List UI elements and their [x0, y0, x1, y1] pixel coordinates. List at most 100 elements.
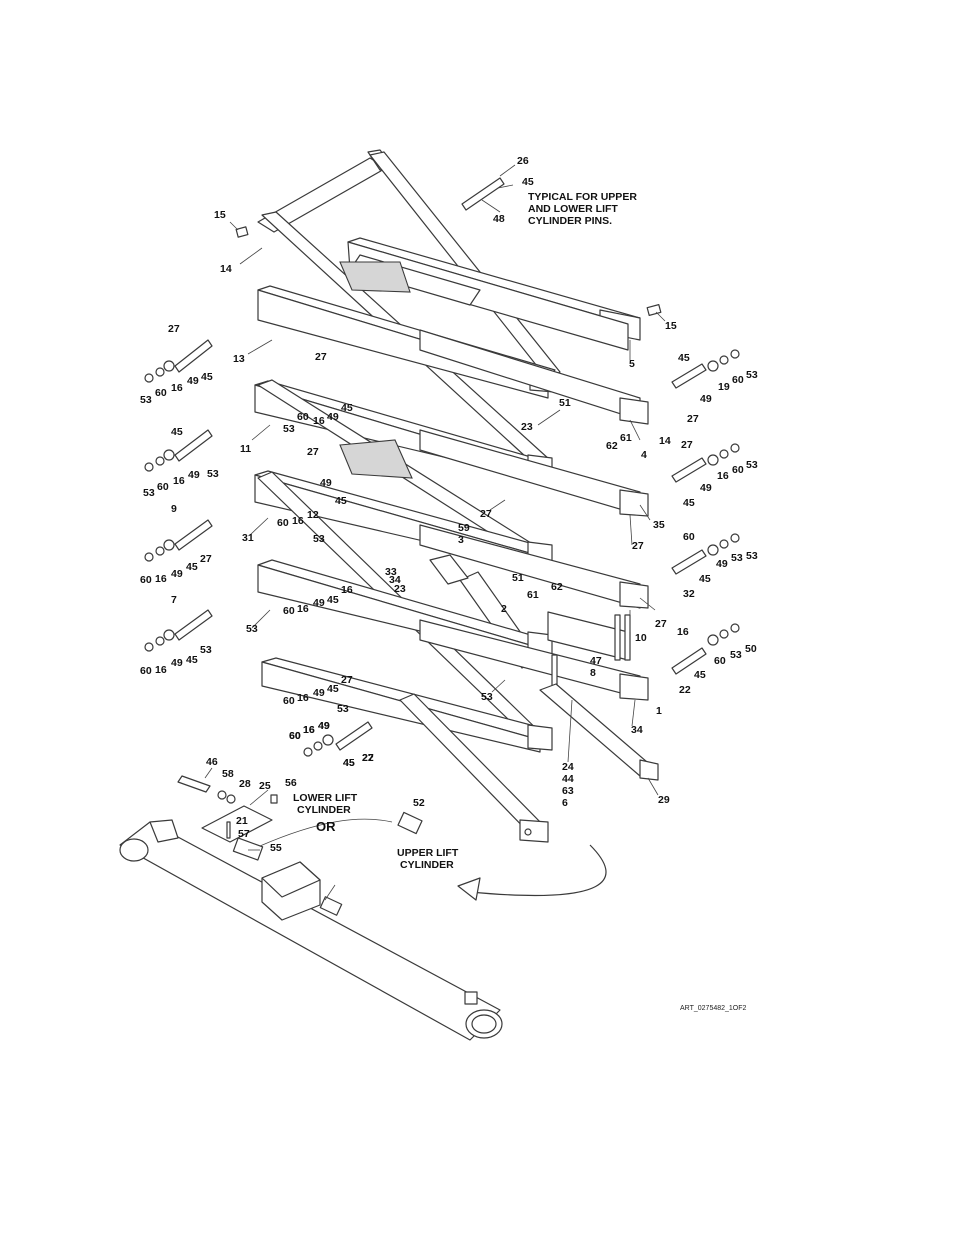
- callout-45: 16: [341, 584, 353, 596]
- callout-53: 60: [140, 574, 152, 586]
- callout-10: 27: [655, 618, 667, 630]
- callout-45: 32: [683, 588, 695, 600]
- callout-45: 45: [678, 352, 690, 364]
- callout-48: 48: [493, 213, 505, 225]
- callout-60: 53: [730, 649, 742, 661]
- callout-15: 15: [665, 320, 677, 332]
- pin-set: [144, 177, 740, 757]
- callout-45: 45: [522, 176, 534, 188]
- callout-19: 19: [718, 381, 730, 393]
- callout-16: 49: [318, 720, 330, 732]
- callout-51: 51: [559, 397, 571, 409]
- callout-45: 22: [362, 752, 374, 764]
- callout-29: 46: [206, 756, 218, 768]
- callout-49: 45: [327, 594, 339, 606]
- callout-16: 49: [171, 657, 183, 669]
- callout-60: 60: [732, 374, 744, 386]
- lower-lift-label-2: CYLINDER: [297, 804, 351, 816]
- callout-16: 49: [716, 558, 728, 570]
- callout-53: 60: [140, 665, 152, 677]
- callout-46: 58: [222, 768, 234, 780]
- callout-45: 27: [341, 674, 353, 686]
- part-callouts: 26 45 48 15 14 15 27 13 27 5 45 49 19 60…: [140, 155, 758, 854]
- lift-cylinder-assembly: [119, 775, 607, 1041]
- callout-60: 60: [297, 411, 309, 423]
- callout-49: 49: [700, 482, 712, 494]
- callout-60: 16: [292, 515, 304, 527]
- callout-45: 45: [201, 371, 213, 383]
- callout-27: 27: [307, 446, 319, 458]
- callout-53: 53: [746, 369, 758, 381]
- callout-51: 62: [551, 581, 563, 593]
- callout-14: 14: [659, 435, 671, 447]
- callout-22: 24: [562, 761, 574, 773]
- callout-35: 27: [480, 508, 492, 520]
- callout-16: 60: [714, 655, 726, 667]
- callout-53: 53: [746, 459, 758, 471]
- callout-60: 16: [303, 724, 315, 736]
- callout-27: 60: [683, 531, 695, 543]
- callout-31: 59: [458, 522, 470, 534]
- callout-27: 16: [677, 626, 689, 638]
- callout-25: 56: [285, 777, 297, 789]
- callout-45: 27: [362, 752, 374, 764]
- callout-26: 26: [517, 155, 529, 167]
- callout-60: 60: [732, 464, 744, 476]
- upper-lift-label-1: UPPER LIFT: [397, 847, 459, 859]
- callout-63: 6: [562, 797, 568, 809]
- callout-27: 27: [687, 413, 699, 425]
- callout-60: 60: [157, 481, 169, 493]
- callout-3: 27: [632, 540, 644, 552]
- callout-23: 51: [512, 572, 524, 584]
- callout-27: 27: [168, 323, 180, 335]
- callout-52: 21: [236, 815, 248, 827]
- lower-lift-label-1: LOWER LIFT: [293, 792, 358, 804]
- callout-49: 45: [327, 683, 339, 695]
- callout-45: 27: [200, 553, 212, 565]
- callout-49: 45: [186, 654, 198, 666]
- callout-22: 47: [590, 655, 602, 667]
- callout-32: 33: [385, 566, 397, 578]
- callout-33: 34: [389, 574, 401, 586]
- callout-53: 60: [283, 695, 295, 707]
- callout-21: 57: [238, 828, 250, 840]
- callout-61: 2: [501, 603, 507, 615]
- callout-2: 10: [635, 632, 647, 644]
- callout-53: 60: [289, 730, 301, 742]
- callout-45: 45: [335, 495, 347, 507]
- callout-8: 1: [656, 705, 662, 717]
- callout-60: 53: [731, 552, 743, 564]
- callout-27: 27: [315, 351, 327, 363]
- callout-28: 25: [259, 780, 271, 792]
- callout-45: 22: [679, 684, 691, 696]
- callout-45: 45: [683, 497, 695, 509]
- callout-60: 16: [155, 573, 167, 585]
- callout-16: 49: [313, 687, 325, 699]
- callout-44: 63: [562, 785, 574, 797]
- callout-16: 16: [313, 415, 325, 427]
- callout-59: 3: [458, 534, 464, 546]
- callout-7: 53: [246, 623, 258, 635]
- callout-1: 34: [631, 724, 643, 736]
- callout-49: 45: [699, 573, 711, 585]
- callout-49: 49: [700, 393, 712, 405]
- callout-60: 16: [297, 603, 309, 615]
- callout-12: 35: [653, 519, 665, 531]
- scissor-frame-drawing: [254, 149, 659, 843]
- callout-53: 60: [289, 730, 301, 742]
- typical-note-line-2: AND LOWER LIFT: [528, 203, 618, 215]
- callout-53: 53: [143, 487, 155, 499]
- callout-60: 16: [297, 692, 309, 704]
- callout-45: 45: [341, 402, 353, 414]
- callout-16: 16: [717, 470, 729, 482]
- callout-57: 55: [270, 842, 282, 854]
- callout-27: 27: [681, 439, 693, 451]
- callout-16: 49: [318, 720, 330, 732]
- callout-47: 8: [590, 667, 596, 679]
- callout-53: 60: [277, 517, 289, 529]
- typical-note-line-1: TYPICAL FOR UPPER: [528, 191, 637, 203]
- upper-lift-label-2: CYLINDER: [400, 859, 454, 871]
- callout-5: 5: [629, 358, 635, 370]
- callout-16: 16: [171, 382, 183, 394]
